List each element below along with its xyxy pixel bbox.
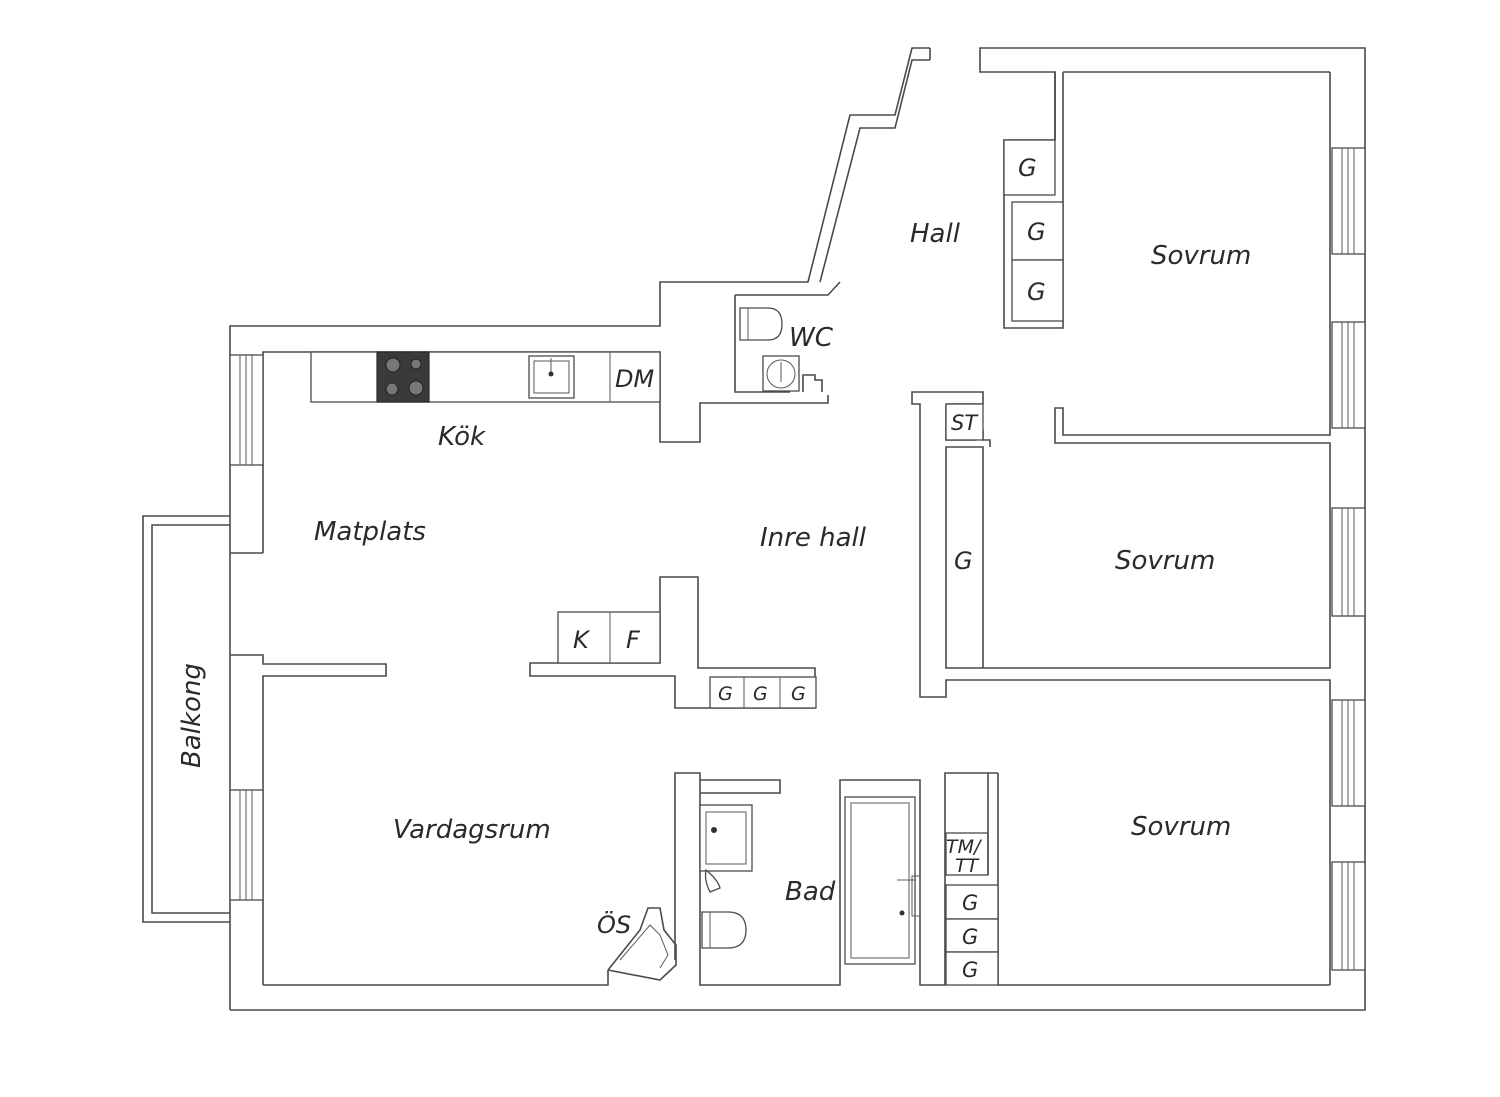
label-g: G [1027,278,1046,306]
label-os: ÖS [597,910,631,939]
toilet-icon [739,307,783,341]
room-label-sovrum-2: Sovrum [1115,546,1215,576]
wardrobe [945,918,999,953]
room-label-inre-hall: Inre hall [760,523,867,553]
room-label-vardagsrum: Vardagsrum [393,815,551,845]
wardrobe [1011,201,1064,261]
label-k: K [573,626,591,654]
wardrobe [1011,259,1064,322]
balcony [142,515,230,923]
washbasin-icon [699,804,753,872]
windows [229,147,1366,971]
wardrobe [945,884,999,920]
label-g: G [962,958,978,982]
room-label-balkong: Balkong [177,663,207,768]
room-label-wc: WC [789,323,834,353]
coat-rack [607,907,677,981]
wardrobe [945,951,999,986]
room-label-hall: Hall [910,219,961,249]
label-f: F [626,626,641,654]
bathroom-fixtures [699,796,921,965]
room-labels: Hall Sovrum WC Kök Matplats Inre hall So… [177,219,1251,907]
kitchen-counter [310,351,661,403]
label-g: G [1027,218,1046,246]
label-dm: DM [615,365,654,393]
storage-st [945,403,984,441]
washer-dryer [945,832,989,876]
wc-fixtures [739,307,823,392]
room-label-kok: Kök [438,422,486,452]
room-label-bad: Bad [785,877,836,907]
label-g: G [962,891,978,915]
shower-head-icon [704,868,721,893]
fridge-freezer [557,611,661,664]
fixture-labels: DM G G G ST G K F G G G TM/ TT G G G ÖS [573,154,1046,982]
room-label-sovrum-1: Sovrum [1151,241,1251,271]
room-label-sovrum-3: Sovrum [1131,812,1231,842]
wardrobe-row [709,676,817,709]
label-g: G [718,683,733,705]
stove-icon [376,351,430,403]
label-g: G [1018,154,1037,182]
label-st: ST [951,411,979,435]
wardrobes [557,139,1064,986]
label-g: G [791,683,806,705]
label-g: G [954,547,973,575]
wardrobe [1003,139,1056,196]
bath-toilet-icon [701,911,747,949]
label-tm-tt: TM/ [946,836,983,858]
room-label-matplats: Matplats [314,517,426,547]
label-g: G [753,683,768,705]
label-tm-tt: TT [955,855,980,877]
label-g: G [962,925,978,949]
